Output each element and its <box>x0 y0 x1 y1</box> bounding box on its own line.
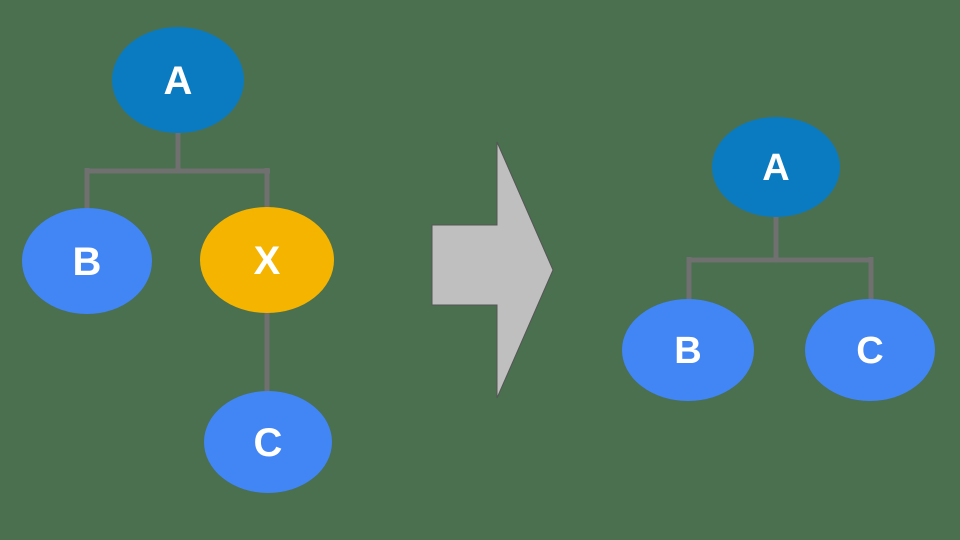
transformation-arrow <box>431 141 554 399</box>
before-node-b-shape <box>22 208 152 314</box>
before-node-c[interactable]: C <box>204 391 332 493</box>
before-node-a[interactable]: A <box>112 27 244 133</box>
after-node-b-label: B <box>674 330 701 372</box>
before-node-x-label: X <box>254 239 281 283</box>
after-node-a-label: A <box>762 147 789 189</box>
after-tree-connectors <box>686 216 874 301</box>
before-node-b-label: B <box>73 240 102 284</box>
before-node-a-label: A <box>164 59 193 103</box>
after-tree: A B C <box>622 117 935 401</box>
after-node-c-shape <box>805 299 935 401</box>
after-node-c[interactable]: C <box>805 299 935 401</box>
after-node-c-label: C <box>856 330 883 372</box>
after-node-a[interactable]: A <box>712 117 840 217</box>
before-tree: A B X C <box>22 27 334 493</box>
after-node-a-shape <box>712 117 840 217</box>
before-node-b[interactable]: B <box>22 208 152 314</box>
before-node-a-shape <box>112 27 244 133</box>
before-node-x[interactable]: X <box>200 207 334 313</box>
before-node-c-label: C <box>254 421 283 465</box>
after-node-b[interactable]: B <box>622 299 754 401</box>
after-node-b-shape <box>622 299 754 401</box>
before-tree-connectors <box>84 133 270 394</box>
right-arrow-icon <box>431 141 554 399</box>
before-node-c-shape <box>204 391 332 493</box>
before-node-x-shape <box>200 207 334 313</box>
